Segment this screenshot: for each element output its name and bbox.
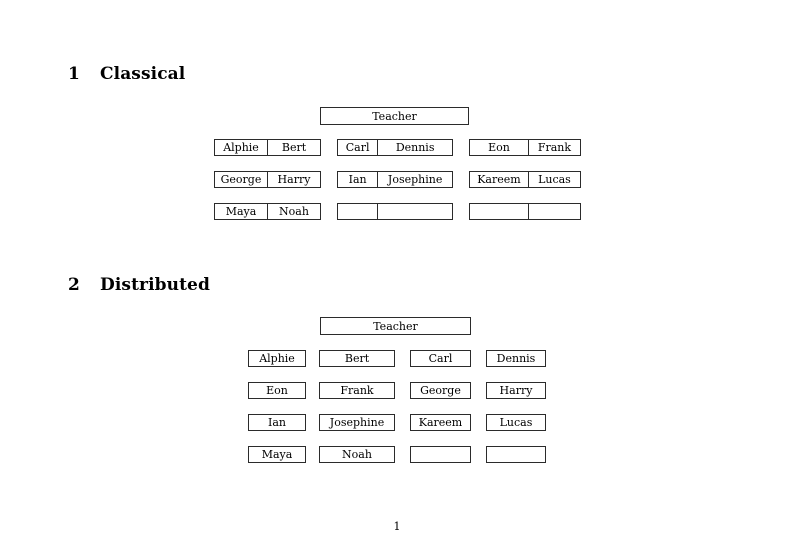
section-heading-classical: 1 Classical <box>68 64 185 84</box>
classical-teacher-box: Teacher <box>320 107 469 125</box>
distributed-student-box: Carl <box>410 350 471 367</box>
student-cell: Harry <box>267 172 320 187</box>
student-cell-empty <box>527 204 580 219</box>
classical-row-1-left-group: Alphie Bert <box>214 139 321 156</box>
section-heading-distributed: 2 Distributed <box>68 275 210 295</box>
student-cell: Kareem <box>477 173 521 186</box>
student-cell: Eon <box>488 141 510 154</box>
student-cell: Lucas <box>527 172 580 187</box>
classical-row-1-right-group: Eon Frank <box>469 139 581 156</box>
student-cell: Noah <box>267 204 320 219</box>
distributed-student-box-empty <box>486 446 546 463</box>
student-cell: Dennis <box>377 140 452 155</box>
student-cell-empty <box>338 204 377 219</box>
student-cell: Frank <box>527 140 580 155</box>
distributed-teacher-box: Teacher <box>320 317 471 335</box>
classical-row-3-left-group: Maya Noah <box>214 203 321 220</box>
classical-row-2-left-group: George Harry <box>214 171 321 188</box>
distributed-student-box: Josephine <box>319 414 395 431</box>
distributed-student-box: Noah <box>319 446 395 463</box>
student-cell: Maya <box>225 205 257 218</box>
distributed-student-box: Ian <box>248 414 306 431</box>
classical-row-3-right-group <box>469 203 581 220</box>
student-cell: Carl <box>345 141 370 154</box>
distributed-student-box: Lucas <box>486 414 546 431</box>
distributed-student-box-empty <box>410 446 471 463</box>
classical-row-2-right-group: Kareem Lucas <box>469 171 581 188</box>
section-title: Classical <box>100 64 186 84</box>
student-cell: Ian <box>348 173 367 186</box>
student-cell: Bert <box>267 140 320 155</box>
student-cell: George <box>220 173 262 186</box>
student-cell-empty <box>470 204 528 219</box>
distributed-student-box: Bert <box>319 350 395 367</box>
student-cell: Josephine <box>377 172 452 187</box>
distributed-student-box: Alphie <box>248 350 306 367</box>
distributed-student-box: Dennis <box>486 350 546 367</box>
classical-row-2-middle-group: Ian Josephine <box>337 171 453 188</box>
student-cell: Alphie <box>223 141 259 154</box>
page-number: 1 <box>393 520 401 533</box>
distributed-student-box: Maya <box>248 446 306 463</box>
distributed-student-box: George <box>410 382 471 399</box>
distributed-student-box: Harry <box>486 382 546 399</box>
distributed-student-box: Frank <box>319 382 395 399</box>
section-number: 2 <box>68 275 80 295</box>
classical-row-1-middle-group: Carl Dennis <box>337 139 453 156</box>
section-title: Distributed <box>100 275 210 295</box>
classical-row-3-middle-group <box>337 203 453 220</box>
section-number: 1 <box>68 64 80 84</box>
student-cell-empty <box>377 204 452 219</box>
distributed-student-box: Eon <box>248 382 306 399</box>
distributed-student-box: Kareem <box>410 414 471 431</box>
